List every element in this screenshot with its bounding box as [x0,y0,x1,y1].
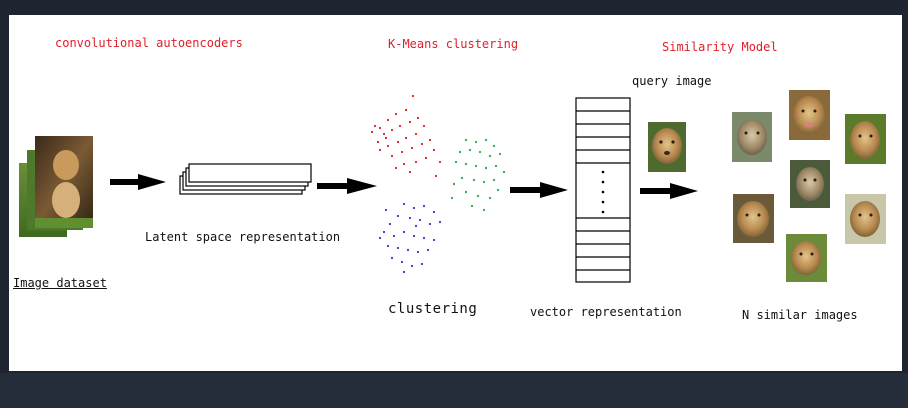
arrow-3-icon [510,182,568,198]
arrow-2-icon [317,178,377,194]
latent-space-label: Latent space representation [145,230,341,244]
vector-table-icon [575,97,631,283]
n-similar-images-label: N similar images [742,308,858,322]
query-image-label: query image [632,74,712,88]
arrow-1-icon [110,174,166,190]
bottom-band [0,373,908,408]
similar-image-3 [845,114,886,164]
clustering-label: clustering [388,301,478,317]
image-dataset-label: Image dataset [13,276,107,290]
vector-ellipsis-dots [601,170,605,214]
diagram-frame [9,15,902,371]
similar-image-6 [845,194,886,244]
similar-image-7 [786,234,827,282]
similar-image-5 [733,194,774,243]
autoencoder-title: convolutional autoencoders [55,36,243,50]
query-image-photo [648,122,686,172]
cluster-green [450,138,506,212]
cluster-red [370,94,442,178]
arrow-4-icon [640,183,698,199]
vector-representation-label: vector representation [530,305,682,319]
image-dataset-stack-icon [19,136,93,237]
similar-image-1 [732,112,772,162]
cluster-blue [378,202,442,274]
similarity-title: Similarity Model [662,40,778,54]
latent-space-cards-icon [179,163,312,195]
kmeans-title: K-Means clustering [388,37,519,51]
similar-image-2 [789,90,830,140]
similar-image-4 [790,160,830,208]
